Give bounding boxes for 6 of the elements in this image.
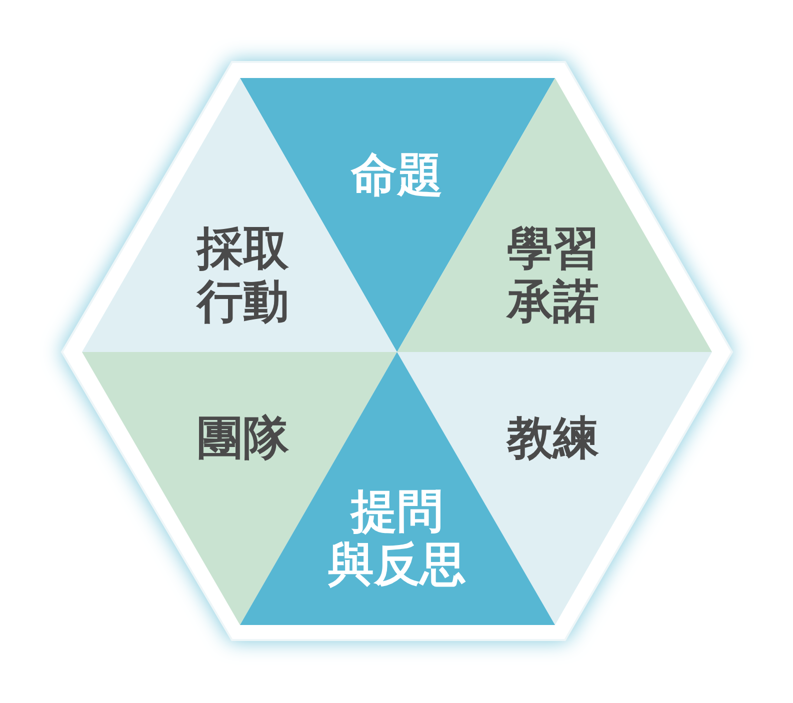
segment-label: 教練: [507, 412, 599, 464]
segment-label: 命題: [351, 148, 443, 202]
segment-label: 提問與反思: [328, 485, 466, 591]
segment-label: 學習承諾: [507, 222, 599, 328]
segment-label: 採取行動: [197, 222, 289, 328]
segment-label: 團隊: [197, 412, 289, 464]
